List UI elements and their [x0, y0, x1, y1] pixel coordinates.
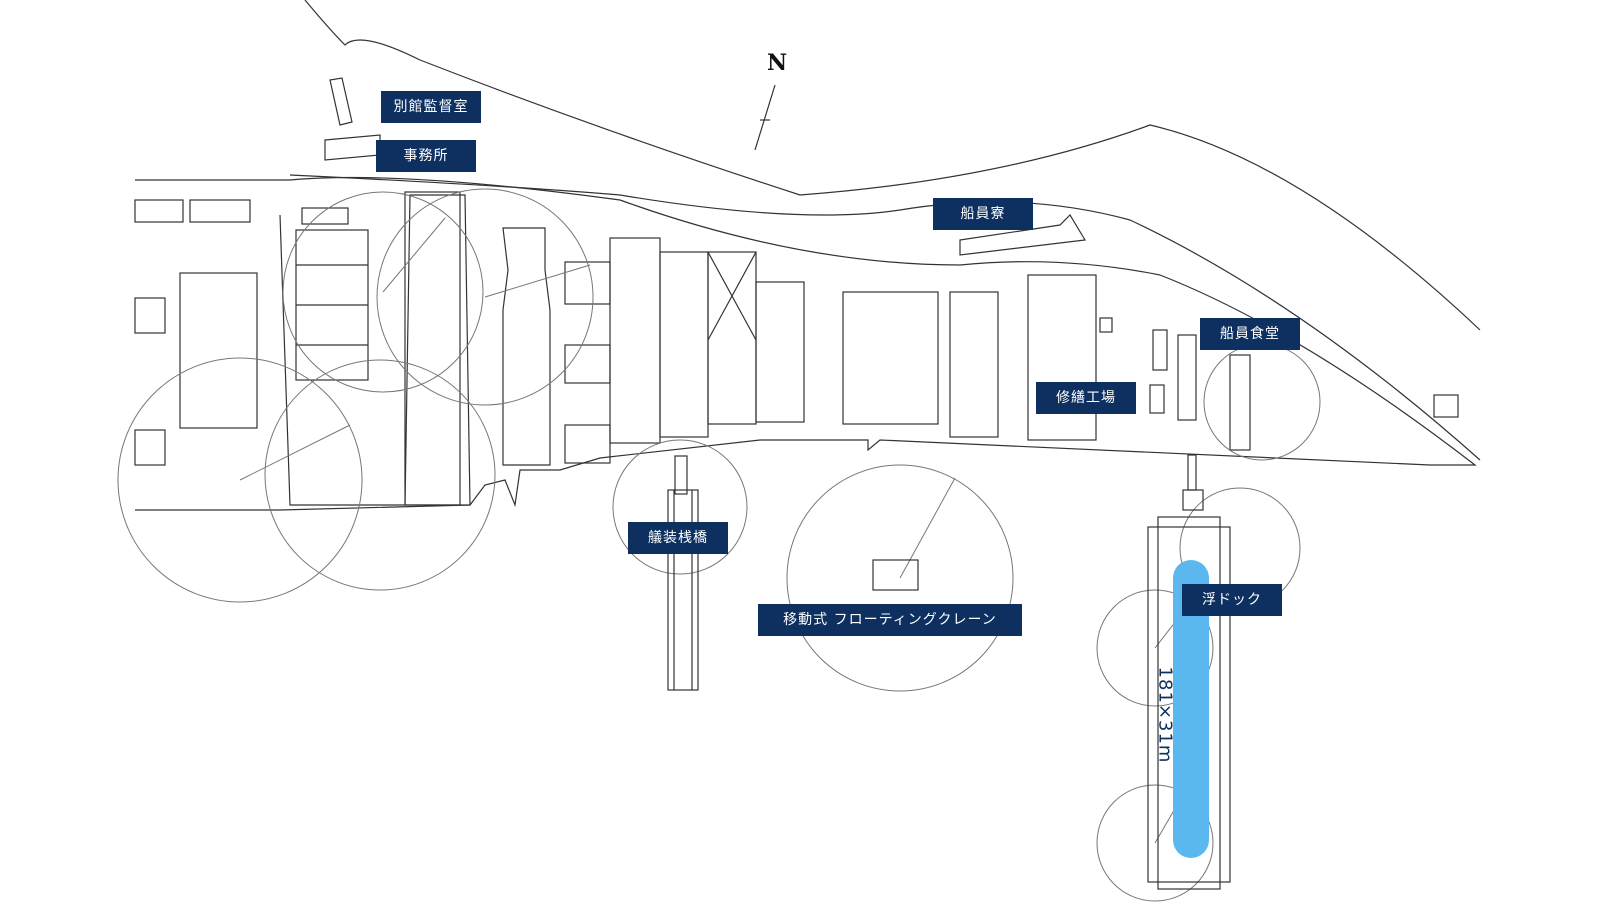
road-outer — [304, 0, 1481, 331]
label-floating-dock: 浮ドック — [1182, 584, 1282, 616]
label-outfitting-pier: 艤装桟橋 — [628, 522, 728, 554]
floating-dock-highlight — [1173, 560, 1209, 858]
label-repair-shop: 修繕工場 — [1036, 382, 1136, 414]
yard-outline — [135, 176, 1477, 511]
north-arrow-icon — [754, 84, 776, 151]
label-annex-supervisor-room: 別館監督室 — [381, 91, 481, 123]
crane-reach-circles — [117, 188, 1321, 902]
label-floating-crane: 移動式 フローティングクレーン — [758, 604, 1022, 636]
label-office: 事務所 — [376, 140, 476, 172]
label-crew-cafeteria: 船員食堂 — [1200, 318, 1300, 350]
label-crew-dormitory: 船員寮 — [933, 198, 1033, 230]
floating-dock-dimensions: 181×31m — [1154, 666, 1176, 764]
north-label: N — [767, 50, 788, 76]
